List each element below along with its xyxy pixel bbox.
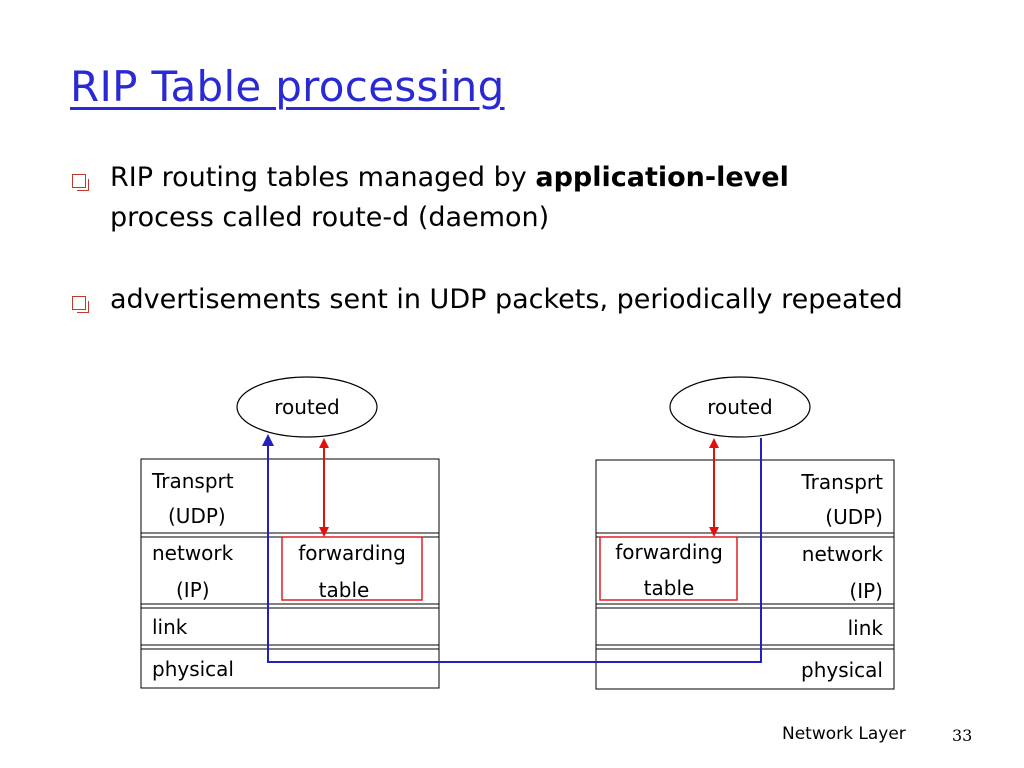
bullet-item-2: advertisements sent in UDP packets, peri… bbox=[72, 280, 930, 320]
right-routed-label: routed bbox=[707, 395, 773, 419]
left-transport-label: Transprt bbox=[151, 469, 234, 493]
right-link-label: link bbox=[848, 616, 884, 640]
right-transport-label: Transprt bbox=[800, 470, 883, 494]
right-forwarding-table-box bbox=[599, 536, 738, 601]
footer-label: Network Layer bbox=[782, 724, 906, 744]
left-routed-label: routed bbox=[274, 395, 340, 419]
bullet-marker-icon bbox=[72, 174, 89, 191]
left-blue-arrowhead bbox=[262, 434, 274, 446]
advertisement-path bbox=[267, 438, 762, 663]
right-routed-ellipse bbox=[669, 376, 811, 438]
right-transport-sub: (UDP) bbox=[825, 505, 883, 529]
left-stack-box bbox=[140, 458, 440, 689]
right-fwd-line1: forwarding bbox=[615, 540, 723, 564]
left-forwarding-table-box bbox=[281, 536, 423, 601]
bullet-item-1: RIP routing tables managed by applicatio… bbox=[72, 158, 972, 238]
bullet-1-text-after: process called route-d (daemon) bbox=[110, 202, 550, 233]
left-network-label: network bbox=[152, 541, 234, 565]
right-stack-box bbox=[595, 459, 895, 690]
left-routed-ellipse bbox=[236, 376, 378, 438]
right-network-sub: (IP) bbox=[849, 579, 883, 603]
left-fwd-line2: table bbox=[319, 578, 370, 602]
left-network-sub: (IP) bbox=[176, 578, 210, 602]
bullet-1-bold: application-level bbox=[535, 162, 789, 193]
left-physical-label: physical bbox=[152, 657, 234, 681]
bullet-2-text: advertisements sent in UDP packets, peri… bbox=[110, 284, 903, 315]
left-fwd-line1: forwarding bbox=[298, 541, 406, 565]
right-host-stack: routed Transprt (UDP) network (IP) forwa… bbox=[595, 376, 895, 690]
slide-title: RIP Table processing bbox=[70, 62, 505, 111]
bullet-list: RIP routing tables managed by applicatio… bbox=[72, 158, 972, 362]
right-fwd-line2: table bbox=[644, 576, 695, 600]
left-link-label: link bbox=[152, 615, 188, 639]
bullet-1-text-before: RIP routing tables managed by bbox=[110, 162, 536, 193]
bullet-marker-icon bbox=[72, 296, 89, 313]
right-physical-label: physical bbox=[801, 658, 883, 682]
left-host-stack: routed Transprt (UDP) network (IP) forwa… bbox=[140, 376, 440, 689]
right-network-label: network bbox=[802, 542, 884, 566]
left-transport-sub: (UDP) bbox=[168, 504, 226, 528]
page-number: 33 bbox=[952, 726, 973, 745]
